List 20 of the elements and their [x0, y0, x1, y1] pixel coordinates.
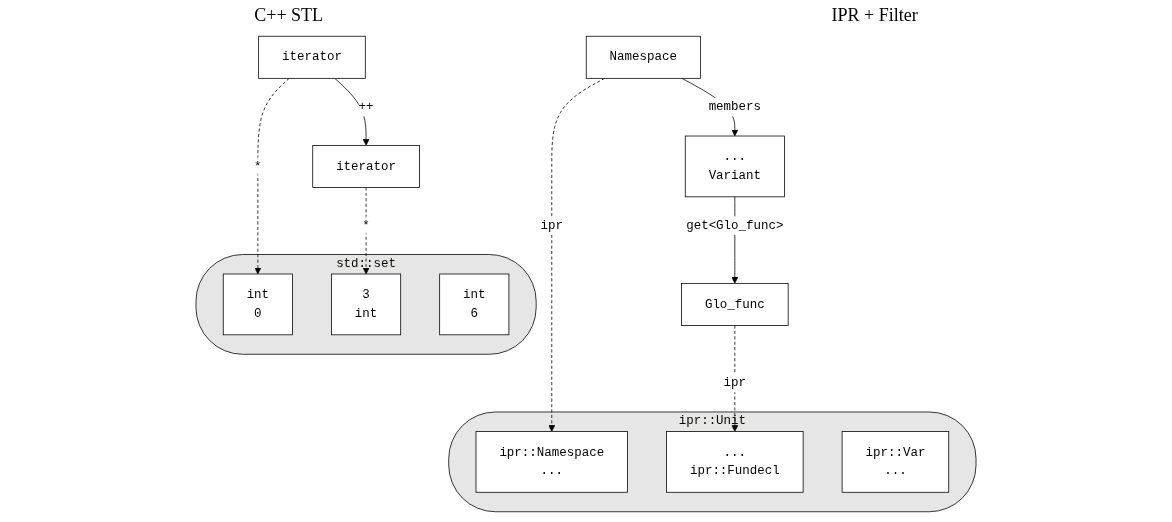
edge-label: * [362, 218, 370, 233]
node-box: int 0 [222, 273, 293, 336]
node-box: iterator [312, 145, 420, 188]
edge-label: ++ [358, 100, 374, 115]
edge-label: ipr [540, 218, 564, 233]
node-box: Glo_func [681, 282, 789, 326]
node-box: ipr::Namespace ... [475, 431, 628, 493]
node-box: iterator [258, 35, 366, 79]
node-box: ... ipr::Fundecl [666, 431, 804, 493]
node-box: Namespace [585, 35, 701, 79]
edge-label: members [708, 100, 762, 115]
section-heading: IPR + Filter [831, 4, 918, 26]
edge-label: * [254, 159, 262, 174]
edge-label: ipr [723, 376, 747, 391]
node-box: int 6 [439, 273, 510, 336]
node-box: 3 int [331, 273, 402, 336]
edge-label: get<Glo_func> [686, 218, 784, 233]
node-box: ipr::Var ... [841, 431, 950, 493]
section-heading: C++ STL [254, 4, 324, 26]
node-box: ... Variant [684, 135, 785, 198]
